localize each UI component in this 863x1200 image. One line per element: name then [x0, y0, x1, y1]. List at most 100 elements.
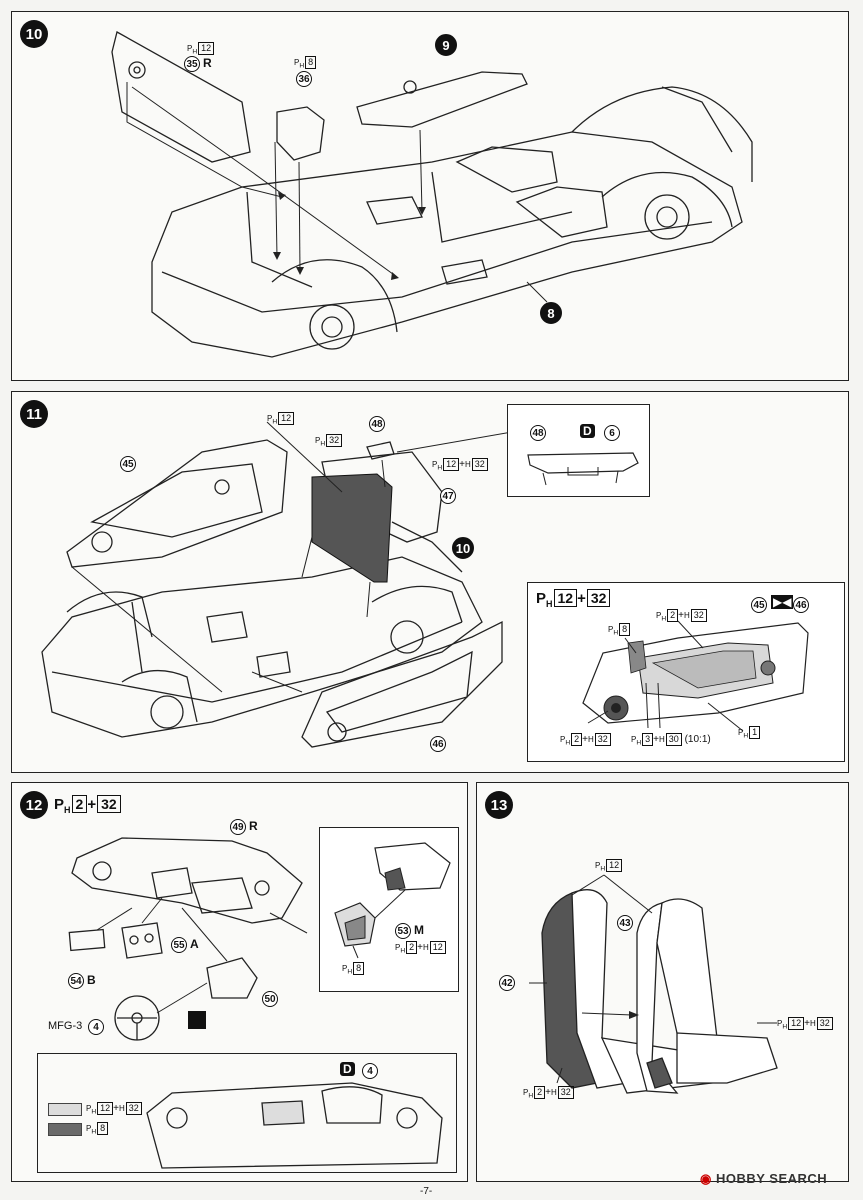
paint-code: 12 — [443, 458, 460, 471]
paint-code: 32 — [97, 795, 121, 813]
paint-code: 2 — [571, 733, 583, 746]
part-35-callout: 35 — [184, 56, 200, 72]
paint-code: 3 — [642, 733, 654, 746]
part-55-suffix: A — [190, 937, 199, 951]
chassis-drawing — [111, 31, 753, 358]
paint-code: 12 — [278, 412, 295, 425]
part-48-callout: 48 — [369, 416, 385, 432]
paint-code: 2 — [71, 795, 88, 813]
door-panel-drawing — [582, 620, 809, 732]
decal-letter: D — [580, 424, 595, 438]
part-9-callout: 9 — [435, 34, 457, 56]
dark-swatch — [48, 1123, 82, 1136]
pair-icon: ▶◀ — [771, 595, 794, 609]
paint-code: 32 — [586, 589, 611, 607]
part-55-callout: 55 — [171, 937, 187, 953]
paint-code: 30 — [665, 733, 682, 746]
step-number: 13 — [485, 791, 513, 819]
part-46-callout: 46 — [430, 736, 446, 752]
page-number: -7- — [420, 1186, 433, 1197]
part-47-callout: 47 — [440, 488, 456, 504]
side-letter: B — [87, 973, 96, 987]
decal-number: 4 — [362, 1063, 378, 1079]
mix-ratio: (10:1) — [684, 734, 711, 745]
paint-code: 32 — [816, 1017, 833, 1030]
side-letter: R — [249, 819, 258, 833]
side-letter: A — [190, 937, 199, 951]
decal-ref: D — [340, 1061, 355, 1076]
step-number: 12 — [20, 791, 48, 819]
dashboard-drawing — [68, 837, 443, 1169]
paint-code: 8 — [619, 623, 631, 636]
light-swatch — [48, 1103, 82, 1116]
part-48-shape — [527, 452, 639, 486]
side-letter: R — [203, 56, 212, 70]
watermark-text: HOBBY SEARCH — [715, 1171, 828, 1186]
wheel-prefix: MFG-3 — [48, 1020, 83, 1032]
part-45-callout: 45 — [120, 456, 136, 472]
paint-code: 12 — [97, 1102, 114, 1115]
part-50-callout: 50 — [262, 991, 278, 1007]
paint-code: 32 — [125, 1102, 142, 1115]
part-36-callout: 36 — [296, 71, 312, 87]
watermark-logo: ◉ HOBBY SEARCH — [700, 1171, 828, 1186]
steering-wheel-label: MFG-3 — [48, 1020, 82, 1032]
part-54-suffix: B — [87, 973, 96, 987]
decal-letter: D — [340, 1062, 355, 1076]
step-number: 11 — [20, 400, 48, 428]
part-45-callout: 45 — [751, 597, 767, 613]
part-53-suffix: M — [414, 923, 424, 937]
part-49-callout: 49 — [230, 819, 246, 835]
paint-code: 2 — [667, 609, 679, 622]
paint-code: 8 — [305, 56, 317, 69]
paint-code: 8 — [97, 1122, 109, 1135]
step-number: 10 — [20, 20, 48, 48]
part-42-callout: 42 — [499, 975, 515, 991]
decal-ref: D — [580, 423, 595, 438]
paint-code: 32 — [326, 434, 343, 447]
part-43-callout: 43 — [617, 915, 633, 931]
paint-code: 2 — [406, 941, 418, 954]
part-53-callout: 53 — [395, 923, 411, 939]
part-46-callout: 46 — [793, 597, 809, 613]
paint-code: 12 — [198, 42, 215, 55]
dashboard-color-box — [37, 1053, 457, 1173]
paint-code: 32 — [471, 458, 488, 471]
part-53-drawing — [334, 842, 451, 959]
part-54-callout: 54 — [68, 973, 84, 989]
paint-code: 2 — [534, 1086, 546, 1099]
paint-code: 8 — [353, 962, 365, 975]
decal-number: 6 — [604, 425, 620, 441]
seat-drawing — [529, 874, 778, 1094]
part-35-suffix: R — [203, 56, 212, 70]
paint-code: 12 — [606, 859, 623, 872]
partition-panel — [311, 473, 393, 583]
paint-code: 32 — [594, 733, 611, 746]
paint-code: 12 — [788, 1017, 805, 1030]
side-letter: M — [414, 923, 424, 937]
inset-part-48: 48 D 6 — [507, 404, 650, 497]
cement-icon — [188, 1011, 206, 1029]
